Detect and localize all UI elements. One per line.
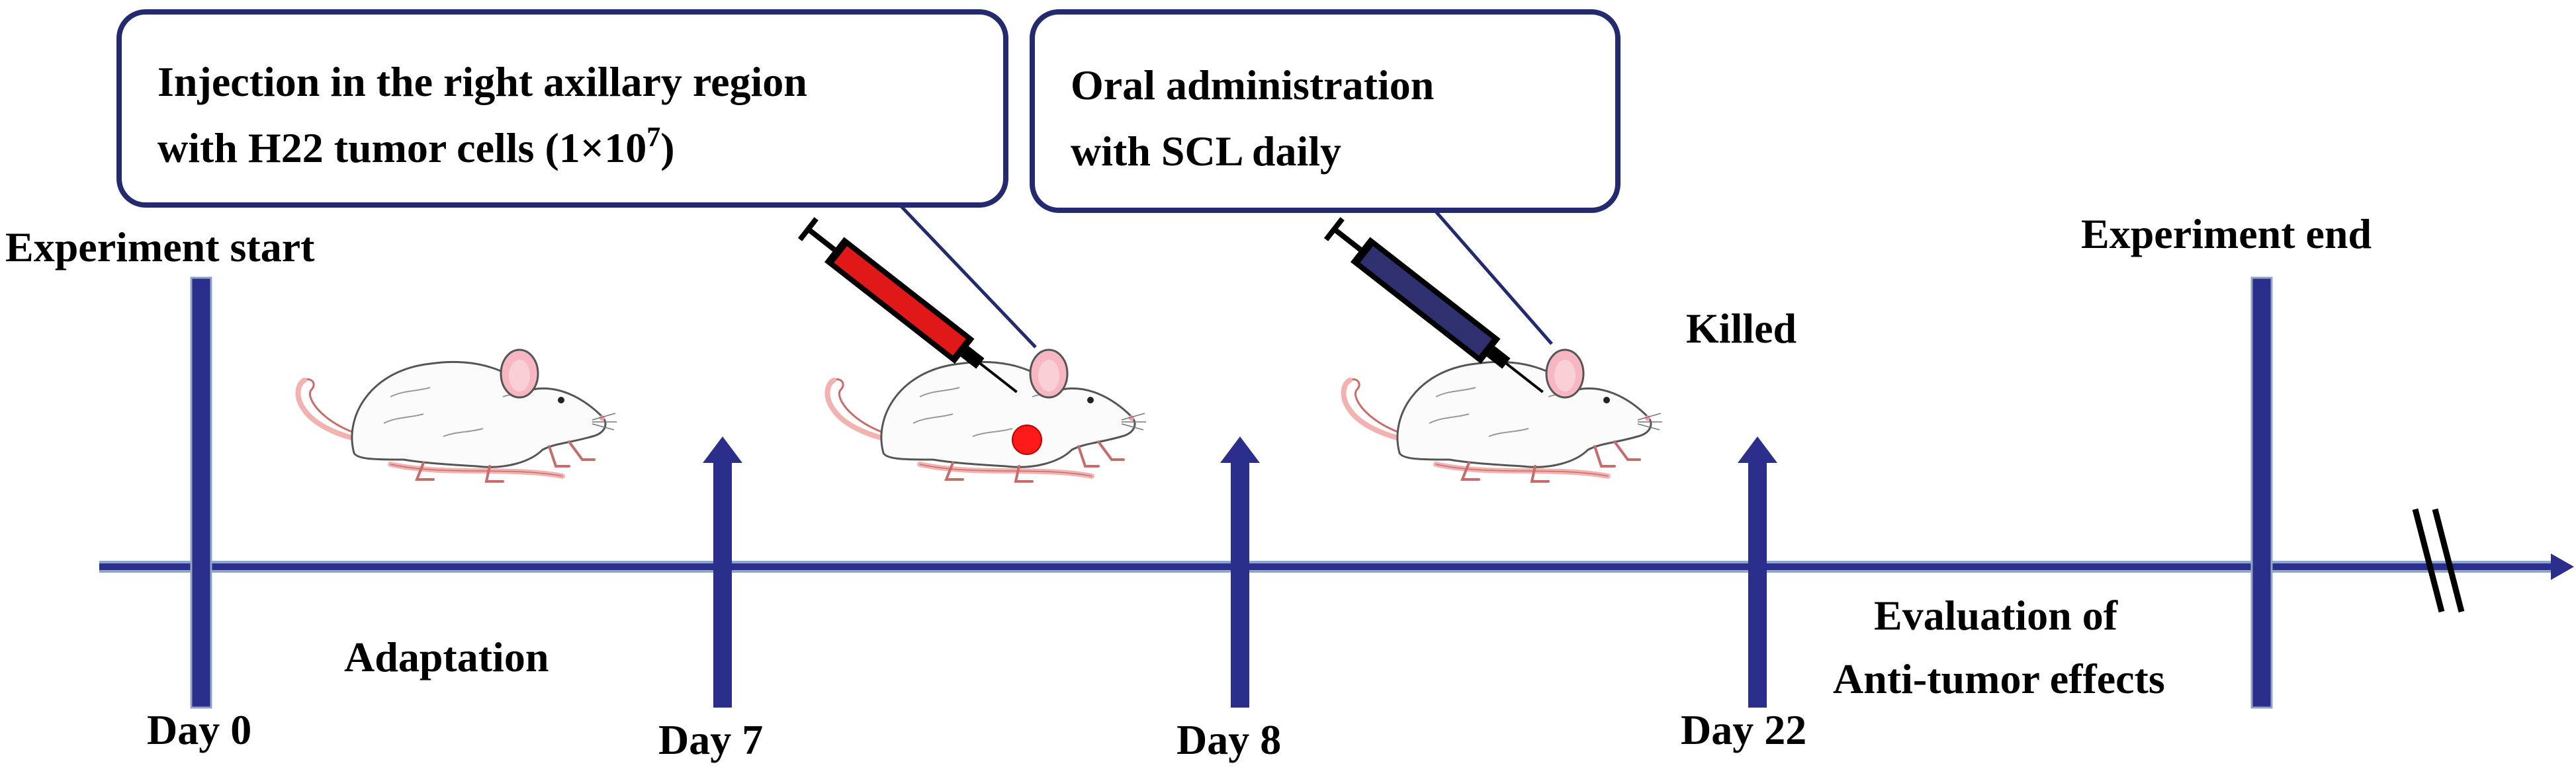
evaluation-label-line1: Evaluation of [1874,592,2118,639]
end-marker [2250,276,2273,709]
injection-syringe-icon [797,217,1018,393]
timeline-arrow-head-icon [2551,554,2574,580]
day8-arrow-icon [1220,436,1260,708]
break-mark-icon [2412,508,2465,613]
day0-label: Day 0 [147,706,251,753]
experiment-start-label: Experiment start [5,224,315,270]
tumor-dot-icon [1012,425,1042,455]
day22-arrow-icon [1738,436,1777,708]
injection-callout-line2: with H22 tumor cells (1×107) [157,122,675,171]
start-marker [190,276,212,709]
oral-syringe-icon [1323,217,1544,393]
oral-callout-line1: Oral administration [1071,62,1434,108]
injection-callout: Injection in the right axillary region w… [116,9,1037,349]
killed-label: Killed [1686,305,1797,352]
day7-label: Day 7 [658,716,763,763]
experiment-end-label: Experiment end [2081,210,2372,257]
oral-callout-line2: with SCL daily [1071,128,1341,175]
day22-label: Day 22 [1681,706,1806,753]
oral-callout: Oral administration with SCL daily [1030,9,1621,345]
adaptation-label: Adaptation [344,634,549,680]
evaluation-label-line2: Anti-tumor effects [1833,655,2165,702]
mouse-treatment-icon [1344,350,1662,481]
injection-callout-line1: Injection in the right axillary region [157,58,807,105]
mouse-adaptation-icon [298,350,617,481]
day7-arrow-icon [703,436,742,708]
day8-label: Day 8 [1177,716,1281,763]
